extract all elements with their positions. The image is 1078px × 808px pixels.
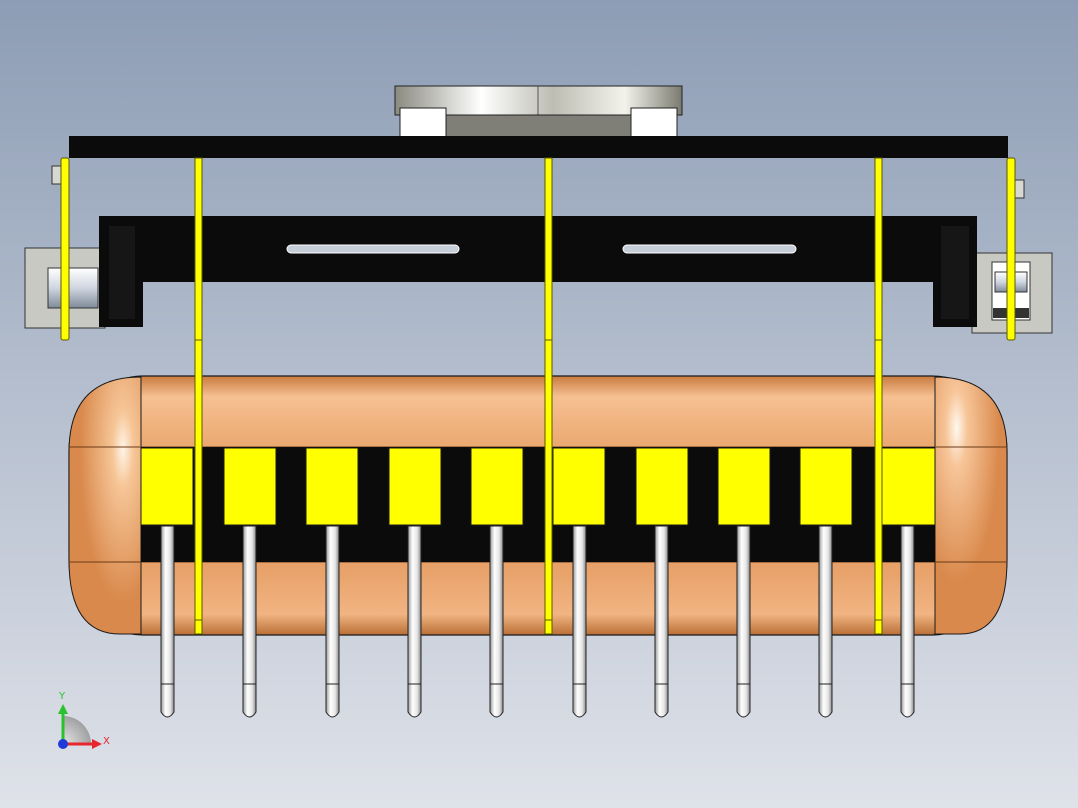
lead[interactable] <box>818 525 833 718</box>
triad-z-axis-dot <box>58 739 68 749</box>
top-pcb-bar[interactable] <box>69 136 1008 158</box>
lead[interactable] <box>325 525 340 718</box>
lead[interactable] <box>654 525 669 718</box>
lead-row <box>160 525 915 718</box>
lead[interactable] <box>900 525 915 718</box>
lead[interactable] <box>572 525 587 718</box>
right-side-bracket[interactable] <box>971 157 1053 341</box>
triad-y-arrow-icon <box>58 704 68 714</box>
lead[interactable] <box>736 525 751 718</box>
support-pin[interactable] <box>874 157 883 635</box>
pin-pad <box>470 447 524 526</box>
support-pin[interactable] <box>544 157 553 635</box>
pin-pad <box>717 447 771 526</box>
support-pin[interactable] <box>194 157 203 635</box>
coordinate-triad[interactable]: X Y <box>58 691 110 749</box>
lead[interactable] <box>489 525 504 718</box>
pin-pad <box>388 447 442 526</box>
triad-x-label: X <box>103 736 110 747</box>
pin-pad-row <box>140 447 936 526</box>
left-side-bracket[interactable] <box>24 157 106 341</box>
pin-pad <box>799 447 853 526</box>
copper-tube-body[interactable] <box>68 375 1008 636</box>
support-pins <box>194 157 883 635</box>
pin-pad <box>223 447 277 526</box>
lead[interactable] <box>242 525 257 718</box>
top-knob[interactable] <box>394 85 683 138</box>
lead[interactable] <box>160 525 175 718</box>
pin-pad <box>635 447 689 526</box>
triad-x-arrow-icon <box>92 739 102 749</box>
pin-pad <box>552 447 606 526</box>
middle-pcb-plate[interactable] <box>99 216 977 327</box>
lead[interactable] <box>407 525 422 718</box>
mounting-slot-left <box>286 244 460 254</box>
pin-pad <box>305 447 359 526</box>
mounting-slot-right <box>622 244 797 254</box>
triad-y-label: Y <box>58 691 66 702</box>
pin-pad <box>881 447 936 526</box>
pin-pad <box>140 447 194 526</box>
